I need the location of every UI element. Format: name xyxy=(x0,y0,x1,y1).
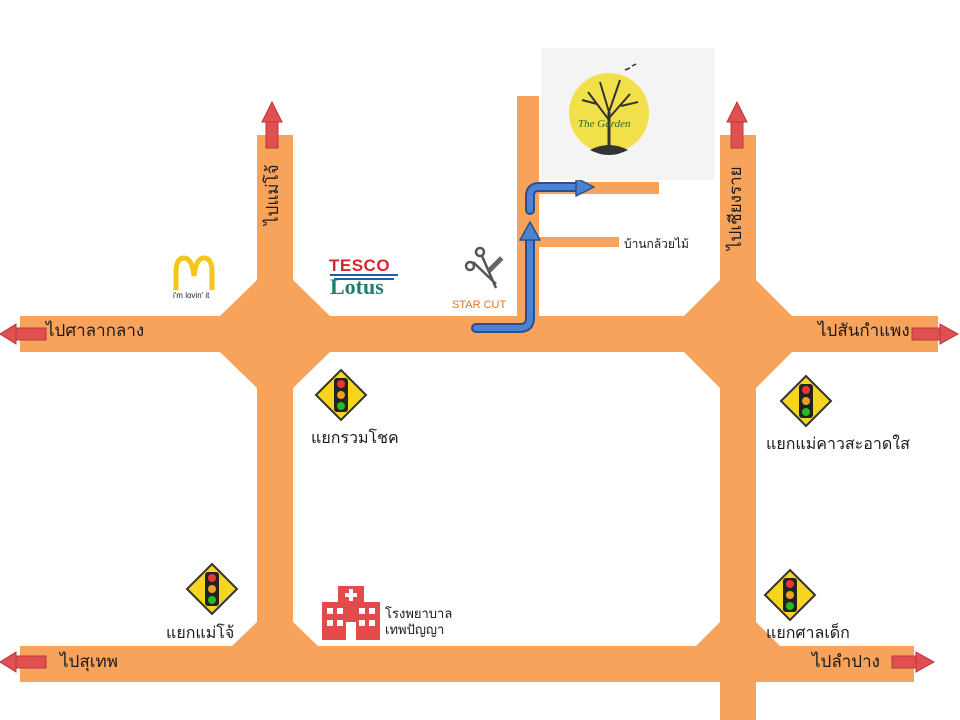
arrow-east-top-icon xyxy=(911,323,960,345)
mcdonalds-logo-icon xyxy=(173,255,215,290)
traffic-light-ruamchok-icon xyxy=(314,368,368,422)
intersection-maejo xyxy=(232,622,318,646)
tesco-stripes-icon xyxy=(330,274,398,280)
label-to-chiang-rai: ไปเชียงราย xyxy=(726,166,746,250)
hospital-name-line2: เทพปัญญา xyxy=(385,623,445,639)
mcdonalds-tagline: i'm lovin' it xyxy=(173,291,210,300)
label-to-suthep: ไปสุเทพ xyxy=(60,652,118,672)
traffic-light-maejo-icon xyxy=(185,562,239,616)
hospital-name-line1: โรงพยาบาล xyxy=(385,607,453,622)
label-junction-mae-kao: แยกแม่คาวสะอาดใส xyxy=(766,434,910,453)
arrow-west-bottom-icon xyxy=(0,651,47,673)
arrow-north-right-icon xyxy=(726,100,748,149)
arrow-west-top-icon xyxy=(0,323,47,345)
garden-logo-icon xyxy=(542,48,714,180)
road-soi-orchid xyxy=(539,237,619,247)
label-junction-mae-jo: แยกแม่โจ้ xyxy=(166,623,235,642)
hospital-icon xyxy=(322,586,380,640)
tesco-label: TESCO xyxy=(329,256,391,275)
intersection-sandek xyxy=(696,622,780,646)
traffic-light-maekao-icon xyxy=(779,374,833,428)
label-to-lampang: ไปลำปาง xyxy=(812,652,880,672)
label-junction-ruam-chok: แยกรวมโชค xyxy=(311,428,399,447)
garden-logo-text: The Garden xyxy=(578,118,631,130)
scissors-icon xyxy=(464,246,504,289)
arrow-east-bottom-icon xyxy=(891,651,936,673)
label-junction-san-dek: แยกศาลเด็ก xyxy=(766,623,850,642)
arrow-north-left-icon xyxy=(261,100,283,149)
hospital-name: โรงพยาบาล เทพปัญญา xyxy=(385,607,452,640)
intersection-maekao xyxy=(684,280,792,388)
star-cut-label: STAR CUT xyxy=(452,299,507,311)
traffic-light-sandek-icon xyxy=(763,568,817,622)
road-left-vertical xyxy=(257,135,293,665)
road-top-horizontal xyxy=(20,316,938,352)
road-bottom-horizontal xyxy=(20,646,914,682)
lotus-label: Lotus xyxy=(330,274,384,299)
ban-kluai-mai-label: บ้านกล้วยไม้ xyxy=(624,237,689,251)
route-path xyxy=(471,177,595,333)
label-to-mae-jo: ไปแม่โจ้ xyxy=(263,164,283,225)
label-to-sala-klang: ไปศาลากลาง xyxy=(46,321,145,341)
intersection-ruamchok xyxy=(220,280,330,388)
label-to-san-kamphaeng: ไปสันกำแพง xyxy=(818,321,910,341)
